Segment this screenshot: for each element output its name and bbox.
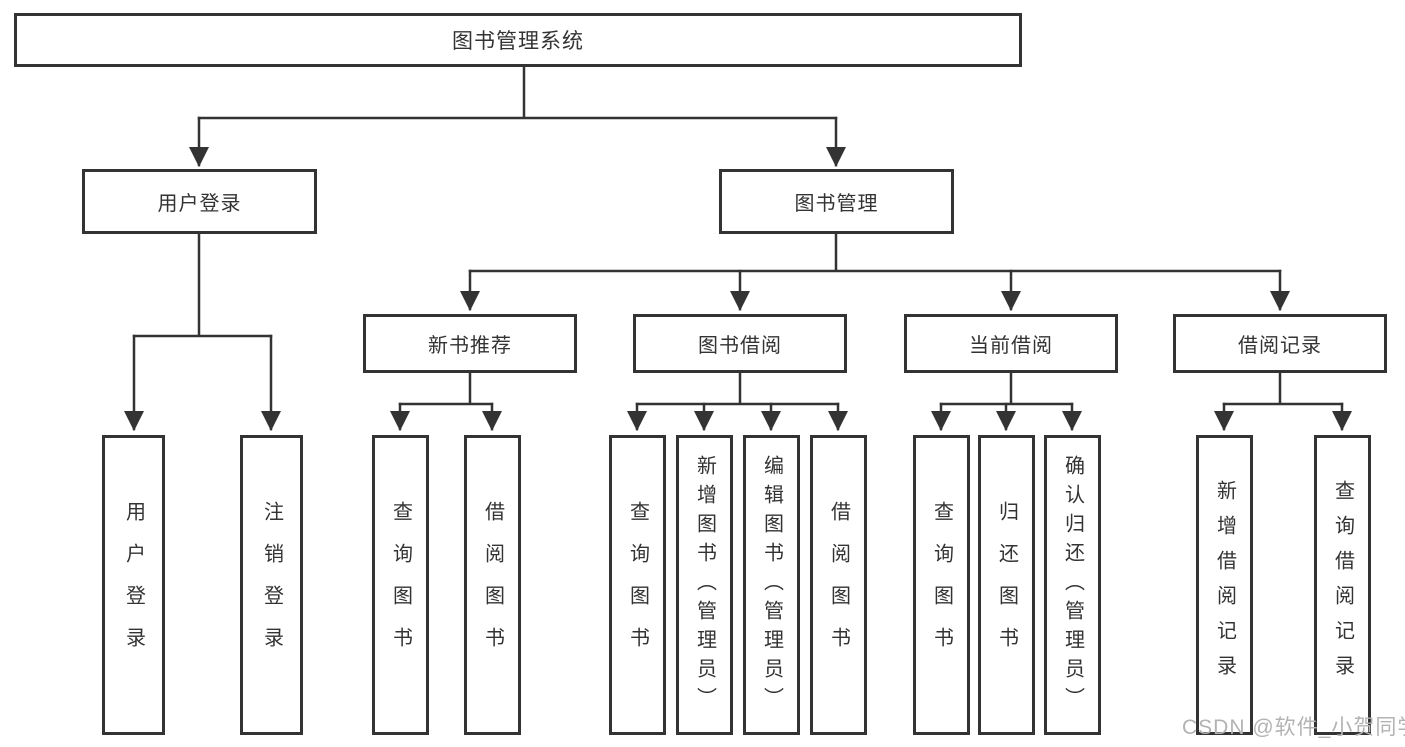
node-book-management: 图书管理	[719, 169, 954, 234]
node-new-book-recommend-label: 新书推荐	[428, 335, 512, 357]
node-borrowing-records: 借阅记录	[1173, 314, 1387, 373]
node-user-login: 用户登录	[82, 169, 317, 234]
leaf-query-books-recommend-label: 查询图书	[389, 501, 412, 669]
leaf-add-borrow-record: 新增借阅记录	[1196, 435, 1253, 735]
node-root-label: 图书管理系统	[452, 30, 584, 53]
leaf-borrow-books-recommend-label: 借阅图书	[481, 501, 504, 669]
leaf-query-books-recommend: 查询图书	[372, 435, 429, 735]
leaf-query-books-borrowing: 查询图书	[609, 435, 666, 735]
leaf-borrow-books: 借阅图书	[810, 435, 867, 735]
node-book-borrowing-label: 图书借阅	[698, 335, 782, 357]
node-current-borrowing: 当前借阅	[904, 314, 1118, 373]
leaf-query-books-borrowing-label: 查询图书	[626, 501, 649, 669]
leaf-borrow-books-label: 借阅图书	[827, 501, 850, 669]
leaf-add-books-admin: 新增图书（管理员）	[676, 435, 733, 735]
leaf-logout: 注销登录	[240, 435, 303, 735]
node-new-book-recommend: 新书推荐	[363, 314, 577, 373]
node-current-borrowing-label: 当前借阅	[969, 335, 1053, 357]
leaf-borrow-books-recommend: 借阅图书	[464, 435, 521, 735]
leaf-query-borrow-record-label: 查询借阅记录	[1331, 480, 1354, 690]
csdn-watermark: CSDN @软件_小贺同学	[1182, 716, 1405, 739]
leaf-edit-books-admin: 编辑图书（管理员）	[743, 435, 800, 735]
node-user-login-label: 用户登录	[157, 193, 242, 215]
leaf-return-books-label: 归还图书	[995, 501, 1018, 669]
leaf-add-books-admin-label: 新增图书（管理员）	[693, 454, 716, 716]
leaf-query-borrow-record: 查询借阅记录	[1314, 435, 1371, 735]
leaf-user-login-label: 用户登录	[122, 501, 145, 669]
leaf-confirm-return-admin-label: 确认归还（管理员）	[1061, 454, 1084, 716]
node-book-borrowing: 图书借阅	[633, 314, 847, 373]
leaf-query-books-current: 查询图书	[913, 435, 970, 735]
leaf-user-login: 用户登录	[102, 435, 165, 735]
leaf-query-books-current-label: 查询图书	[930, 501, 953, 669]
leaf-return-books: 归还图书	[978, 435, 1035, 735]
node-book-management-label: 图书管理	[794, 193, 879, 215]
node-borrowing-records-label: 借阅记录	[1238, 335, 1322, 357]
leaf-edit-books-admin-label: 编辑图书（管理员）	[760, 454, 783, 716]
node-root: 图书管理系统	[14, 13, 1022, 67]
leaf-logout-label: 注销登录	[260, 501, 283, 669]
leaf-add-borrow-record-label: 新增借阅记录	[1213, 480, 1236, 690]
leaf-confirm-return-admin: 确认归还（管理员）	[1044, 435, 1101, 735]
